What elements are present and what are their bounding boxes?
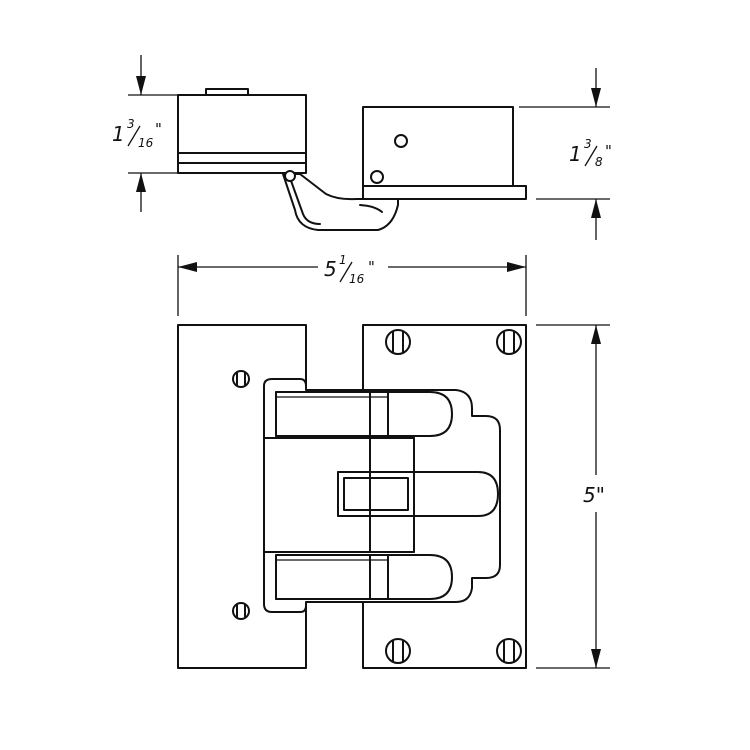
right-height-whole: 1 [569,142,582,166]
right-screw-bottom-left [385,638,411,664]
width-whole: 5 [324,257,337,281]
width-num: 1 [339,253,347,267]
right-height-dimension: 1 3 8 " [519,68,612,240]
width-den: 16 [349,272,365,286]
right-height-unit: " [605,142,612,160]
side-view [177,88,527,231]
length-label: 5" [583,483,605,507]
right-screw-top-left [385,329,411,355]
right-height-num: 3 [584,137,592,151]
side-left-tab [205,88,249,96]
left-screw-top [232,370,250,388]
right-screw-bottom-right [496,638,522,664]
side-base-plate [362,185,527,200]
length-dimension: 5" [536,324,610,669]
side-hinge-arm [282,173,399,231]
width-unit: " [368,258,375,276]
bottom-knuckle-link [275,554,389,600]
side-left-block [177,94,307,174]
right-height-den: 8 [595,155,603,169]
left-height-den: 16 [138,136,154,150]
top-knuckle-link [275,391,389,437]
middle-knuckle-link [337,471,415,517]
left-height-dimension: 1 3 16 " [112,55,178,212]
side-right-block [362,106,514,188]
side-screw-hole-1 [394,134,408,148]
side-screw-hole-2 [370,170,384,184]
left-screw-bottom [232,602,250,620]
right-screw-top-right [496,329,522,355]
top-view [177,324,527,669]
left-height-unit: " [155,120,162,138]
left-height-num: 3 [127,117,135,131]
width-dimension: 5 1 16 " [177,253,527,316]
left-height-whole: 1 [112,122,125,146]
